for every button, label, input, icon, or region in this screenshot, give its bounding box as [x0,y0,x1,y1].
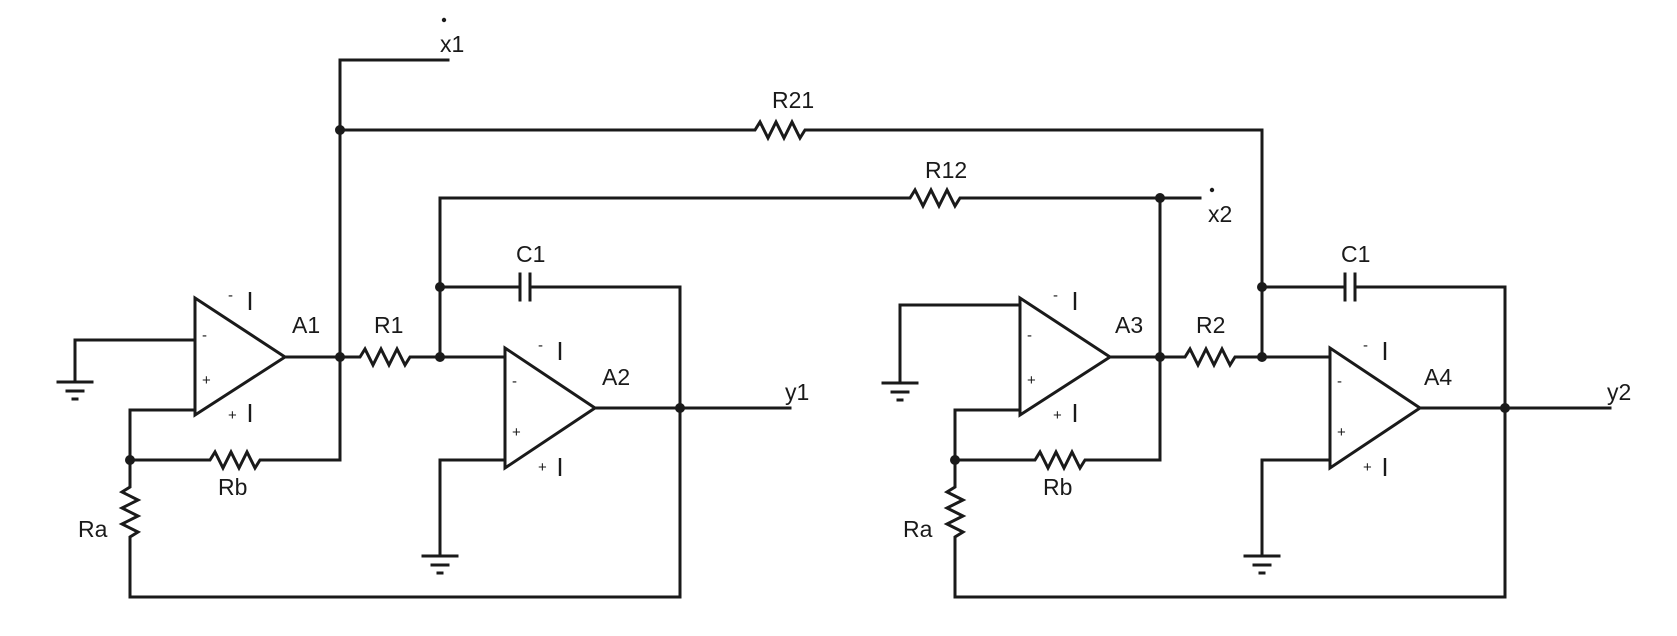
junction-n2 [435,352,445,362]
a4-supply-plus: + [1363,459,1372,476]
junction-ra-rb-right [950,455,960,465]
label-r1: R1 [374,312,403,338]
label-a3: A3 [1115,312,1143,338]
resistor-rb-left [128,448,342,472]
resistor-r1 [338,345,442,369]
a3-supply-minus: - [1053,287,1058,304]
wire-a3-plus [953,408,1022,462]
a1-minus-sign: - [202,327,207,344]
ground-a1 [56,338,197,401]
label-r21: R21 [772,87,814,113]
junction-n3 [1155,352,1165,362]
label-rb-left: Rb [218,474,247,500]
resistor-r12 [438,186,1202,210]
opamp-a3: - + - + [1018,287,1113,424]
a1-supply-minus: - [228,287,233,304]
x2-derivative-dot [1209,187,1215,193]
wire-a1-plus [128,408,197,462]
opamp-a1: - + - + [193,287,288,424]
junction-n4-c1 [1257,282,1267,292]
label-r12: R12 [925,157,967,183]
wire-a4-minus [1260,285,1332,359]
opamp-a4: - + - + [1328,337,1423,476]
a2-supply-plus: + [538,459,547,476]
a1-plus-sign: + [202,372,211,389]
label-r2: R2 [1196,312,1225,338]
a4-minus-sign: - [1337,373,1342,390]
wire-x1-trunk [338,58,450,462]
a4-supply-minus: - [1363,337,1368,354]
resistor-ra-left [118,406,682,599]
junction-n2-c1 [435,282,445,292]
opamp-a2: - + - + [503,337,598,476]
junction-ra-rb-left [125,455,135,465]
junction-n1-r21 [335,125,345,135]
label-y1: y1 [785,379,809,405]
label-x1: x1 [440,31,464,57]
ground-a4 [1243,458,1332,575]
label-c1-left: C1 [516,241,545,267]
label-a4: A4 [1424,364,1452,390]
label-y2: y2 [1607,379,1631,405]
label-ra-left: Ra [78,516,108,542]
label-a1: A1 [292,312,320,338]
capacitor-c1-left [438,272,682,410]
a2-minus-sign: - [512,373,517,390]
ground-a2 [421,458,507,575]
junction-y2 [1500,403,1510,413]
label-a2: A2 [602,364,630,390]
label-x2: x2 [1208,201,1232,227]
a3-minus-sign: - [1027,327,1032,344]
label-c1-right: C1 [1341,241,1370,267]
a3-supply-plus: + [1053,407,1062,424]
ground-a3 [881,303,1022,402]
a3-plus-sign: + [1027,372,1036,389]
a2-supply-minus: - [538,337,543,354]
a4-plus-sign: + [1337,424,1346,441]
label-rb-right: Rb [1043,474,1072,500]
a1-supply-plus: + [228,407,237,424]
junction-y1 [675,403,685,413]
junction-n3-x2 [1155,193,1165,203]
junction-n4 [1257,352,1267,362]
junction-n1 [335,352,345,362]
capacitor-c1-right [1260,272,1507,410]
resistor-r2 [1158,345,1264,369]
resistor-rb-right [953,448,1162,472]
x1-derivative-dot [441,17,447,23]
resistor-r21 [338,118,1264,289]
label-ra-right: Ra [903,516,933,542]
resistor-ra-right [943,406,1507,599]
a2-plus-sign: + [512,424,521,441]
